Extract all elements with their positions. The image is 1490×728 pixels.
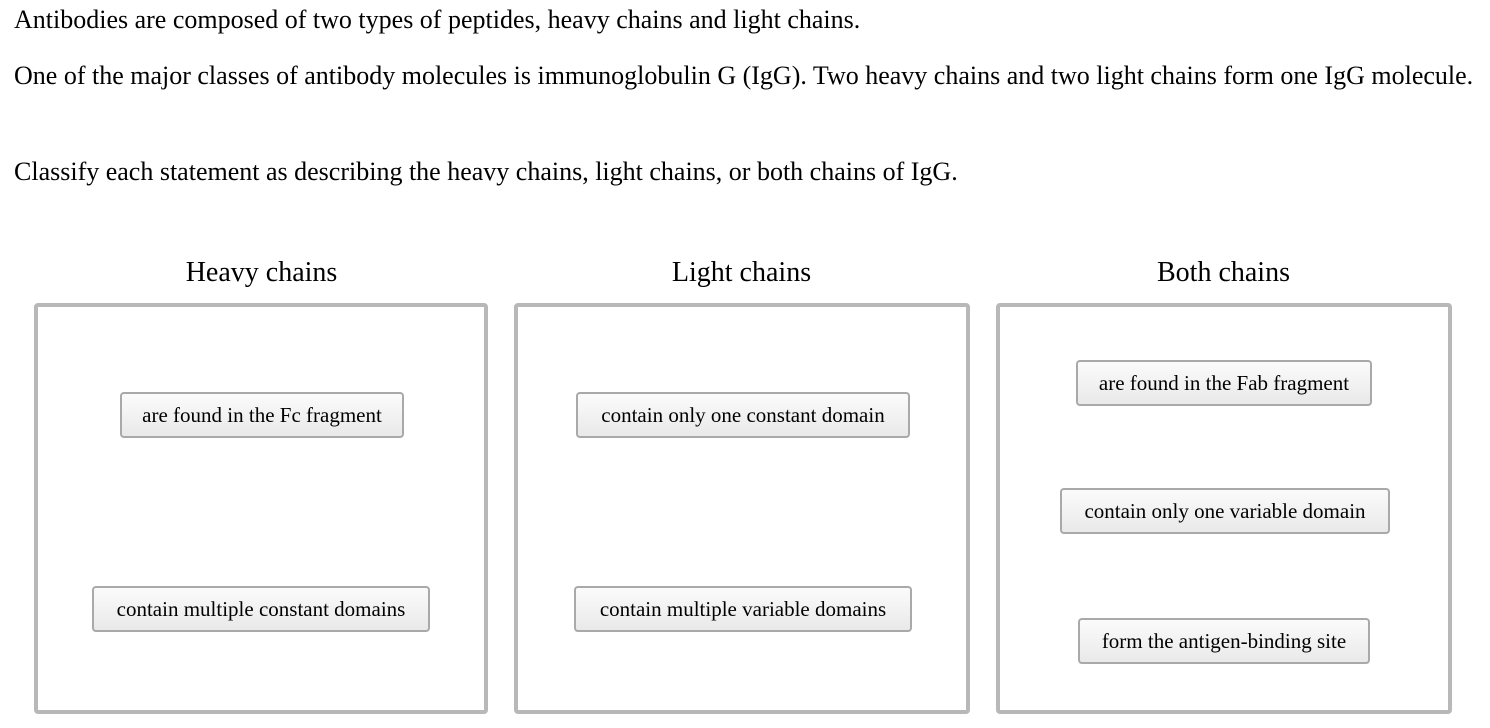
bin-title-both-chains: Both chains bbox=[1157, 257, 1290, 288]
intro-paragraph-2: One of the major classes of antibody mol… bbox=[14, 61, 1474, 90]
bin-title-light-chains: Light chains bbox=[671, 257, 812, 288]
intro-paragraph-1: Antibodies are composed of two types of … bbox=[14, 5, 861, 34]
bin-title-heavy-chains: Heavy chains bbox=[185, 257, 338, 288]
instruction-paragraph: Classify each statement as describing th… bbox=[14, 157, 958, 186]
bin-both-chains[interactable]: are found in the Fab fragment contain on… bbox=[996, 303, 1452, 714]
answer-tile[interactable]: contain only one variable domain bbox=[1060, 488, 1390, 534]
answer-tile[interactable]: are found in the Fab fragment bbox=[1076, 360, 1372, 406]
answer-tile[interactable]: contain multiple variable domains bbox=[574, 586, 912, 632]
bin-light-chains[interactable]: contain only one constant domain contain… bbox=[514, 303, 970, 714]
answer-tile[interactable]: are found in the Fc fragment bbox=[120, 392, 404, 438]
answer-tile[interactable]: contain multiple constant domains bbox=[92, 586, 430, 632]
bin-heavy-chains[interactable]: are found in the Fc fragment contain mul… bbox=[34, 303, 488, 714]
answer-tile[interactable]: contain only one constant domain bbox=[576, 392, 910, 438]
answer-tile[interactable]: form the antigen-binding site bbox=[1078, 618, 1370, 664]
